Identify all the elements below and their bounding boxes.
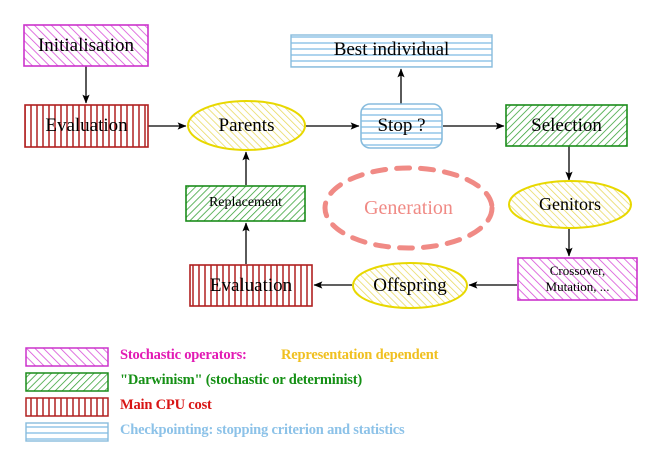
legend-swatch-cpu bbox=[25, 397, 109, 417]
legend-label-stochastic: Stochastic operators: bbox=[120, 347, 247, 363]
node-label-selection: Selection bbox=[531, 114, 602, 136]
node-label-generation: Generation bbox=[364, 196, 453, 219]
node-label-initialisation: Initialisation bbox=[37, 34, 135, 56]
node-label-offspring: Offspring bbox=[373, 274, 447, 296]
legend-swatch-darwinism bbox=[25, 372, 109, 392]
node-label-evaluation-bottom: Evaluation bbox=[209, 274, 293, 296]
legend-label-cpu: Main CPU cost bbox=[120, 397, 212, 413]
legend-label-darwinism: "Darwinism" (stochastic or determinist) bbox=[120, 372, 363, 388]
node-shape-initialisation bbox=[23, 24, 149, 67]
node-shape-crossover bbox=[517, 257, 638, 301]
node-label-replacement: Replacement bbox=[208, 195, 283, 211]
node-label-stop: Stop ? bbox=[377, 115, 426, 137]
node-shape-offspring bbox=[352, 262, 468, 309]
legend-label-checkpointing: Checkpointing: stopping criterion and st… bbox=[120, 422, 405, 438]
legend-swatch-checkpointing bbox=[25, 422, 109, 442]
node-shape-generation bbox=[322, 165, 495, 251]
node-shape-replacement bbox=[185, 185, 306, 222]
node-label-crossover: Crossover, Mutation, ... bbox=[545, 262, 610, 294]
node-shape-parents bbox=[187, 100, 306, 151]
node-label-parents: Parents bbox=[218, 114, 275, 136]
node-shape-evaluation-bottom bbox=[189, 264, 313, 307]
node-shape-best-individual bbox=[290, 34, 493, 68]
node-label-best-individual: Best individual bbox=[333, 39, 450, 61]
node-shape-stop bbox=[360, 103, 443, 149]
node-label-genitors: Genitors bbox=[539, 194, 601, 215]
node-label-evaluation-top: Evaluation bbox=[45, 115, 128, 137]
legend-label-stochastic-secondary: Representation dependent bbox=[281, 347, 439, 363]
node-shape-selection bbox=[505, 104, 628, 147]
node-shape-evaluation-top bbox=[24, 104, 149, 148]
legend-swatch-stochastic bbox=[25, 347, 109, 367]
node-shape-genitors bbox=[508, 180, 632, 229]
